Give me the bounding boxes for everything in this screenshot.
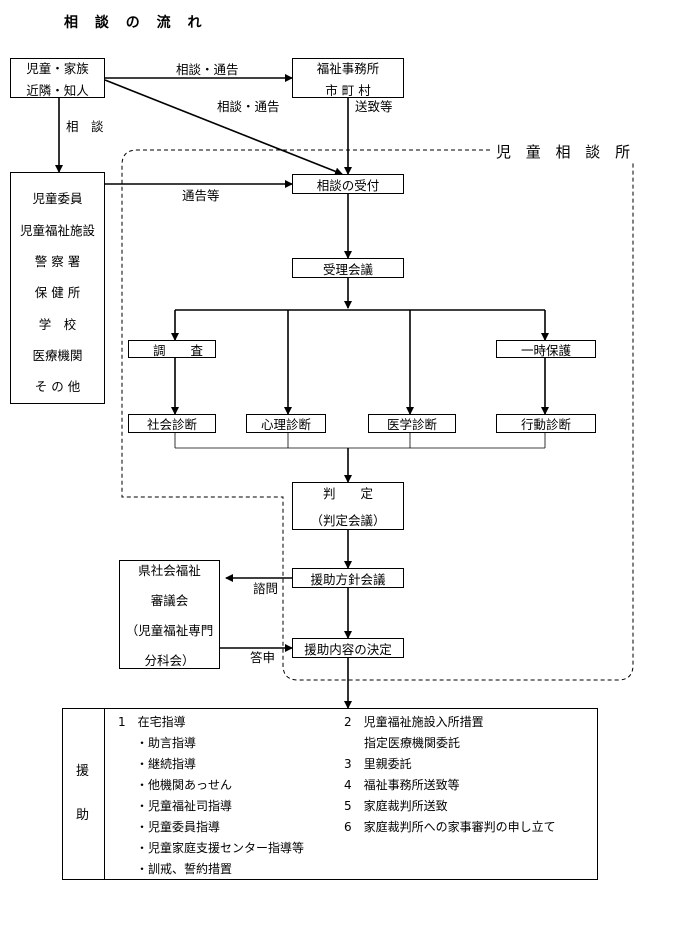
node-council: 県社会福祉 審議会 （児童福祉専門 分科会） — [119, 560, 220, 669]
label-consult-report-2: 相談・通告 — [217, 99, 280, 114]
node-welfare-line-2: 市 町 村 — [325, 82, 371, 98]
node-council-line-4: 分科会） — [144, 653, 195, 668]
node-welfare-office: 福祉事務所 市 町 村 — [292, 58, 404, 98]
label-consult: 相 談 — [66, 119, 104, 134]
node-family-line-2: 近隣・知人 — [26, 82, 89, 98]
support-left-item: ・児童委員指導 — [136, 820, 221, 834]
label-inquiry: 諮問 — [253, 581, 279, 596]
support-right-item: 2 児童福祉施設入所措置 — [344, 715, 484, 729]
node-family: 児童・家族 近隣・知人 — [10, 58, 105, 98]
referrer-item: 学 校 — [38, 317, 77, 332]
support-right-item: 4 福祉事務所送致等 — [344, 778, 460, 792]
node-reception: 相談の受付 — [292, 174, 404, 194]
support-panel — [62, 708, 598, 880]
support-left-item: ・継続指導 — [136, 757, 197, 771]
node-welfare-line-1: 福祉事務所 — [316, 60, 380, 76]
support-right-item: 6 家庭裁判所への家事審判の申し立て — [344, 820, 556, 834]
node-temporary-protection: 一時保護 — [496, 340, 596, 358]
referrer-item: 医療機関 — [32, 348, 83, 363]
support-left-item: ・訓戒、誓約措置 — [136, 862, 233, 876]
referrer-item: 児童委員 — [32, 191, 83, 206]
support-label-1: 援 — [76, 764, 90, 779]
support-left-item: ・他機関あっせん — [136, 778, 233, 792]
label-sending: 送致等 — [355, 99, 393, 114]
center-label: 児 童 相 談 所 — [490, 141, 642, 162]
node-support-decision: 援助内容の決定 — [292, 638, 404, 658]
node-family-line-1: 児童・家族 — [26, 60, 89, 76]
referrer-item: 保 健 所 — [34, 285, 81, 300]
support-left-item: ・助言指導 — [136, 736, 197, 750]
edge-family-to-reception — [104, 79, 343, 176]
node-judgment-line-1: 判 定 — [322, 486, 373, 501]
support-label-2: 助 — [76, 808, 90, 823]
node-medical-diagnosis: 医学診断 — [368, 414, 456, 433]
node-psych-diagnosis: 心理診断 — [246, 414, 326, 433]
node-judgment-line-2: （判定会議） — [310, 513, 386, 528]
page-title: 相 談 の 流 れ — [64, 15, 208, 31]
node-council-line-1: 県社会福祉 — [138, 563, 201, 578]
referrer-item: 警 察 署 — [34, 254, 81, 269]
support-left-item: ・児童福祉司指導 — [136, 799, 233, 813]
node-behavior-diagnosis: 行動診断 — [496, 414, 596, 433]
node-referrers — [10, 172, 105, 404]
node-council-line-3: （児童福祉専門 — [125, 623, 214, 638]
label-consult-report-1: 相談・通告 — [176, 62, 239, 77]
support-right-item: 5 家庭裁判所送致 — [344, 799, 448, 813]
support-divider — [104, 708, 105, 880]
node-judgment: 判 定 （判定会議） — [292, 482, 404, 530]
support-left-item: 1 在宅指導 — [118, 715, 186, 729]
node-social-diagnosis: 社会診断 — [128, 414, 216, 433]
support-right-item: 3 里親委託 — [344, 757, 412, 771]
referrer-item: そ の 他 — [34, 379, 81, 394]
support-left-item: ・児童家庭支援センター指導等 — [136, 841, 305, 855]
label-report: 通告等 — [182, 188, 220, 203]
node-support-policy-meeting: 援助方針会議 — [292, 568, 404, 588]
node-intake-meeting: 受理会議 — [292, 258, 404, 278]
referrer-item: 児童福祉施設 — [19, 223, 95, 238]
node-council-line-2: 審議会 — [150, 593, 189, 608]
support-right-item: 指定医療機関委託 — [364, 736, 461, 750]
node-investigation: 調 査 — [128, 340, 216, 358]
label-reply: 答申 — [250, 650, 276, 665]
